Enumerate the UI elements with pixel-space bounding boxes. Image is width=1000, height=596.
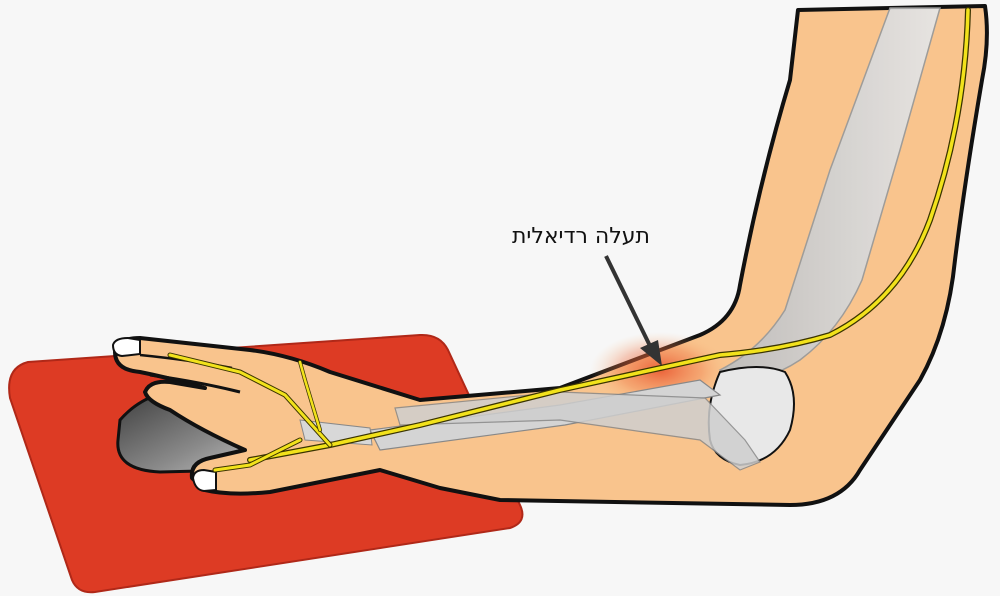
thumb-nail bbox=[113, 338, 140, 356]
radial-tunnel-label: תעלה רדיאלית bbox=[470, 224, 650, 249]
index-nail bbox=[193, 470, 216, 491]
